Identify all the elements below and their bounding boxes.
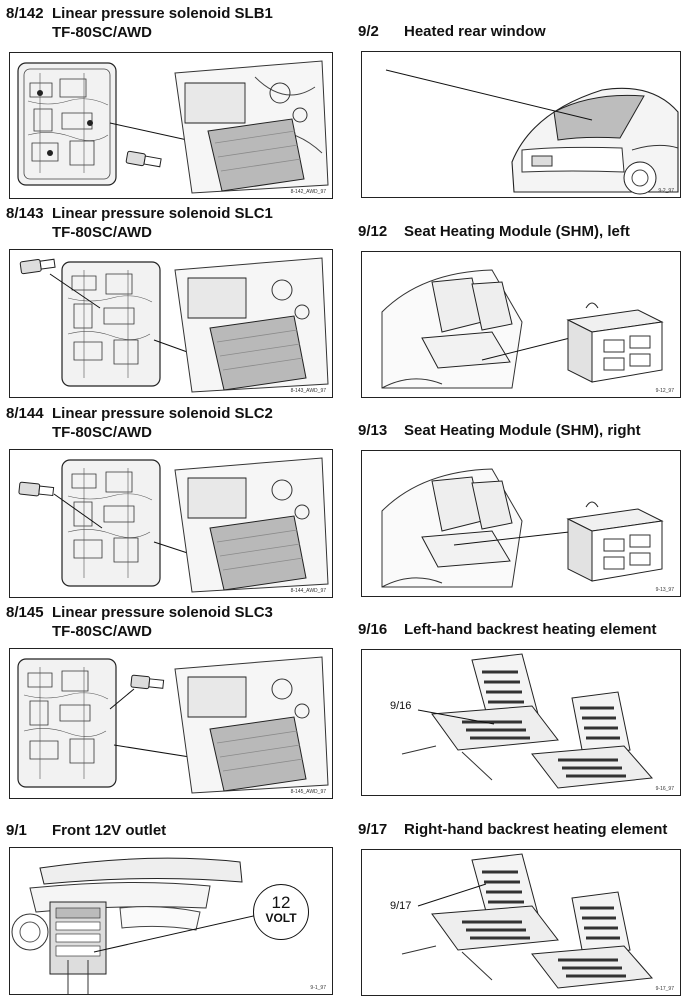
entry-title: Linear pressure solenoid SLC3 bbox=[52, 604, 273, 621]
figure-id: 8-144_AWD_97 bbox=[290, 588, 326, 594]
entry-subtitle: TF-80SC/AWD bbox=[52, 424, 153, 441]
entry-heading: 8/145 Linear pressure solenoid SLC3 TF-80… bbox=[6, 603, 273, 641]
entry-code: 9/16 bbox=[358, 621, 388, 638]
entry-heading: 9/17 Right-hand backrest heating element bbox=[358, 820, 667, 839]
entry-8-143: 8/143 Linear pressure solenoid SLC1 TF-80… bbox=[6, 204, 336, 400]
entry-9-13: 9/13 Seat Heating Module (SHM), right 9-1… bbox=[358, 421, 686, 597]
entry-code: 9/1 bbox=[6, 822, 27, 839]
entry-title: Seat Heating Module (SHM), right bbox=[404, 422, 641, 439]
car-rear-illustration bbox=[385, 69, 679, 195]
figure-id: 9-2_97 bbox=[658, 188, 674, 194]
entry-title: Front 12V outlet bbox=[52, 822, 167, 839]
figure-id: 9-13_97 bbox=[655, 587, 674, 593]
entry-title: Left-hand backrest heating element bbox=[404, 621, 657, 638]
figure-id: 9-17_97 bbox=[655, 986, 674, 992]
entry-9-1: 9/1 Front 12V outlet 12 VOLT 9-1_97 bbox=[6, 821, 336, 997]
entry-code: 8/144 bbox=[6, 405, 44, 422]
entry-9-2: 9/2 Heated rear window 9-2_97 bbox=[358, 22, 686, 198]
figure-id: 9-12_97 bbox=[655, 388, 674, 394]
entry-code: 8/145 bbox=[6, 604, 44, 621]
entry-code: 9/17 bbox=[358, 821, 388, 838]
badge-unit: VOLT bbox=[265, 911, 297, 925]
valve-body-transmission-illustration bbox=[18, 457, 329, 593]
callout-label: 9/17 bbox=[390, 900, 412, 912]
entry-heading: 8/142 Linear pressure solenoid SLB1 TF-80… bbox=[6, 4, 273, 42]
entry-heading: 9/13 Seat Heating Module (SHM), right bbox=[358, 421, 641, 440]
entry-code: 9/2 bbox=[358, 23, 379, 40]
figure-id: 9-1_97 bbox=[310, 985, 326, 991]
valve-body-transmission-illustration bbox=[17, 656, 329, 794]
entry-subtitle: TF-80SC/AWD bbox=[52, 24, 153, 41]
entry-title: Seat Heating Module (SHM), left bbox=[404, 223, 630, 240]
dashboard-illustration bbox=[11, 857, 263, 994]
figure-id: 8-143_AWD_97 bbox=[290, 388, 326, 394]
entry-8-145: 8/145 Linear pressure solenoid SLC3 TF-80… bbox=[6, 603, 336, 800]
entry-heading: 8/143 Linear pressure solenoid SLC1 TF-80… bbox=[6, 204, 273, 242]
figure-id: 8-145_AWD_97 bbox=[290, 789, 326, 795]
figure-frame: 8-145_AWD_97 bbox=[9, 648, 333, 799]
figure-frame: 9-12_97 bbox=[361, 251, 681, 398]
entry-9-16: 9/16 Left-hand backrest heating element 9… bbox=[358, 620, 686, 796]
entry-code: 9/12 bbox=[358, 223, 388, 240]
figure-frame: 8-142_AWD_97 bbox=[9, 52, 333, 199]
12-volt-badge: 12 VOLT bbox=[253, 884, 309, 940]
car-seats-module-illustration bbox=[381, 269, 664, 389]
entry-title: Linear pressure solenoid SLC2 bbox=[52, 405, 273, 422]
callout-label: 9/16 bbox=[390, 700, 412, 712]
car-seats-module-illustration bbox=[381, 468, 664, 588]
figure-id: 9-16_97 bbox=[655, 786, 674, 792]
entry-code: 9/13 bbox=[358, 422, 388, 439]
entry-heading: 9/1 Front 12V outlet bbox=[6, 821, 166, 840]
seat-heating-element-illustration bbox=[401, 653, 654, 789]
entry-subtitle: TF-80SC/AWD bbox=[52, 224, 153, 241]
entry-heading: 9/12 Seat Heating Module (SHM), left bbox=[358, 222, 630, 241]
figure-frame: 9-13_97 bbox=[361, 450, 681, 597]
valve-body-transmission-illustration bbox=[19, 257, 329, 393]
entry-title: Right-hand backrest heating element bbox=[404, 821, 668, 838]
seat-heating-element-illustration bbox=[401, 853, 654, 989]
figure-frame: 9-2_97 bbox=[361, 51, 681, 198]
badge-number: 12 bbox=[271, 893, 291, 912]
entry-heading: 8/144 Linear pressure solenoid SLC2 TF-80… bbox=[6, 404, 273, 442]
entry-heading: 9/2 Heated rear window bbox=[358, 22, 546, 41]
figure-id: 8-142_AWD_97 bbox=[290, 189, 326, 195]
figure-frame: 8-144_AWD_97 bbox=[9, 449, 333, 598]
entry-code: 8/143 bbox=[6, 205, 44, 222]
entry-title: Linear pressure solenoid SLB1 bbox=[52, 5, 273, 22]
entry-title: Linear pressure solenoid SLC1 bbox=[52, 205, 273, 222]
entry-heading: 9/16 Left-hand backrest heating element bbox=[358, 620, 657, 639]
entry-8-144: 8/144 Linear pressure solenoid SLC2 TF-80… bbox=[6, 404, 336, 600]
figure-frame: 12 VOLT 9-1_97 bbox=[9, 847, 333, 995]
entry-9-12: 9/12 Seat Heating Module (SHM), left 9-12… bbox=[358, 222, 686, 398]
entry-subtitle: TF-80SC/AWD bbox=[52, 623, 153, 640]
figure-frame: 9/17 9-17_97 bbox=[361, 849, 681, 996]
entry-8-142: 8/142 Linear pressure solenoid SLB1 TF-80… bbox=[6, 4, 336, 200]
entry-title: Heated rear window bbox=[404, 23, 546, 40]
figure-frame: 9/16 9-16_97 bbox=[361, 649, 681, 796]
figure-frame: 8-143_AWD_97 bbox=[9, 249, 333, 398]
valve-body-transmission-illustration bbox=[17, 60, 329, 194]
entry-code: 8/142 bbox=[6, 5, 44, 22]
